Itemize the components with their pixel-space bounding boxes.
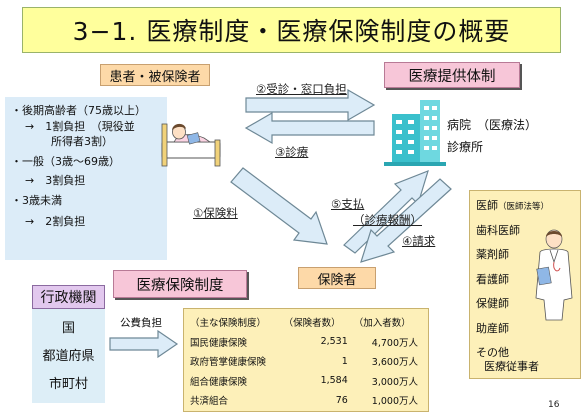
gov-municipality: 市町村	[48, 377, 88, 392]
staff-public-health-nurse: 保健師	[476, 297, 509, 310]
flow-text-fee: （診療報酬）	[353, 213, 422, 227]
patient-label: 患者・被保険者	[100, 64, 210, 86]
staff-dentist: 歯科医師	[476, 223, 520, 237]
hospital-types: 病院 （医療法） 診療所	[447, 114, 571, 172]
page-number: 16	[548, 400, 560, 410]
insurance-table-box: （主な保険制度） （保険者数） （加入者数） 国民健康保険 2,531 4,70…	[183, 308, 429, 412]
insurer-count: 76	[335, 394, 348, 406]
scheme-name: 共済組合	[190, 396, 229, 408]
arrow-public-funding	[109, 329, 179, 359]
government-label: 行政機関	[32, 285, 105, 309]
patient-in-bed-icon	[161, 123, 221, 167]
flow-label-claim: ④請求	[402, 233, 435, 249]
arrow-claim	[360, 178, 452, 263]
flow-text-payment: ⑤支払	[331, 197, 365, 211]
patient-copay-box: ・後期高齢者（75歳以上） → 1割負担 （現役並 所得者3割） ・一般（3歳〜…	[5, 97, 167, 260]
clinic-item: 診療所	[447, 140, 484, 154]
arrow-treatment	[244, 111, 375, 145]
enrollee-count: 4,700万人	[371, 337, 418, 349]
scheme-name: 組合健康保険	[190, 376, 248, 388]
staff-nurse: 看護師	[476, 272, 509, 286]
copay-child: ・3歳未満	[11, 193, 62, 207]
gov-national: 国	[61, 321, 75, 336]
scheme-name: 国民健康保険	[190, 337, 248, 349]
copay-elderly: ・後期高齢者（75歳以上）	[11, 104, 146, 117]
staff-midwife: 助産師	[476, 321, 509, 335]
staff-other: その他 医療従事者	[476, 346, 580, 374]
insurance-system-label: 医療保険制度	[113, 270, 247, 298]
flow-text-premium: ①保険料	[193, 206, 238, 220]
staff-other-line1: その他	[476, 346, 509, 359]
table-row: 政府管掌健康保険 1 3,600万人	[190, 352, 424, 372]
table-row: 国民健康保険 2,531 4,700万人	[190, 332, 424, 352]
insurer-count: 1,584	[320, 375, 348, 387]
flow-label-consultation: ②受診・窓口負担	[256, 81, 347, 97]
page-title: 3−1. 医療制度・医療保険制度の概要	[22, 7, 561, 53]
header-insurer-count: （保険者数）	[283, 318, 341, 329]
table-row: 組合健康保険 1,584 3,000万人	[190, 371, 424, 391]
flow-label-fee: （診療報酬）	[353, 212, 422, 228]
table-row: 共済組合 76 1,000万人	[190, 391, 424, 411]
header-enrollee-count: （加入者数）	[353, 318, 411, 329]
copay-child-rate: → 2割負担	[25, 215, 86, 228]
staff-doctor: 医師（医師法等）	[476, 194, 580, 219]
staff-doctor-law: （医師法等）	[498, 202, 550, 212]
flow-text-consultation: ②受診・窓口負担	[256, 82, 347, 96]
flow-label-premium: ①保険料	[193, 205, 238, 221]
copay-elderly-rate: → 1割負担 （現役並	[25, 119, 135, 133]
hospital-building-icon	[384, 100, 446, 166]
flow-label-payment: ⑤支払	[331, 196, 364, 212]
insurer-count: 2,531	[320, 336, 348, 348]
public-funding-label: 公費負担	[120, 317, 162, 329]
flow-text-claim: ④請求	[402, 234, 436, 248]
doctor-figure-icon	[535, 229, 573, 321]
copay-general: ・一般（3歳〜69歳）	[11, 154, 120, 168]
enrollee-count: 1,000万人	[371, 396, 418, 408]
header-scheme: （主な保険制度）	[190, 318, 267, 329]
copay-elderly-note: 所得者3割）	[51, 135, 113, 148]
insurer-label: 保険者	[298, 267, 376, 289]
staff-pharmacist: 薬剤師	[476, 248, 509, 261]
enrollee-count: 3,600万人	[371, 357, 418, 369]
arrow-payment	[343, 169, 429, 254]
insurance-table-header: （主な保険制度） （保険者数） （加入者数）	[190, 312, 424, 332]
arrow-premium	[230, 167, 328, 245]
government-box: 国 都道府県 市町村	[32, 309, 105, 403]
flow-label-treatment: ③診療	[275, 144, 308, 160]
copay-general-rate: → 3割負担	[25, 174, 86, 187]
scheme-name: 政府管掌健康保険	[190, 357, 267, 369]
insurance-table: （主な保険制度） （保険者数） （加入者数） 国民健康保険 2,531 4,70…	[190, 312, 424, 410]
provider-label: 医療提供体制	[384, 62, 520, 88]
gov-prefecture: 都道府県	[42, 349, 95, 364]
flow-text-treatment: ③診療	[275, 145, 309, 159]
hospital-item: 病院 （医療法）	[447, 118, 538, 132]
staff-doctor-label: 医師	[476, 199, 498, 212]
enrollee-count: 3,000万人	[371, 376, 418, 388]
staff-other-line2: 医療従事者	[484, 360, 539, 373]
insurer-count: 1	[341, 355, 348, 367]
arrow-consultation	[245, 88, 376, 122]
